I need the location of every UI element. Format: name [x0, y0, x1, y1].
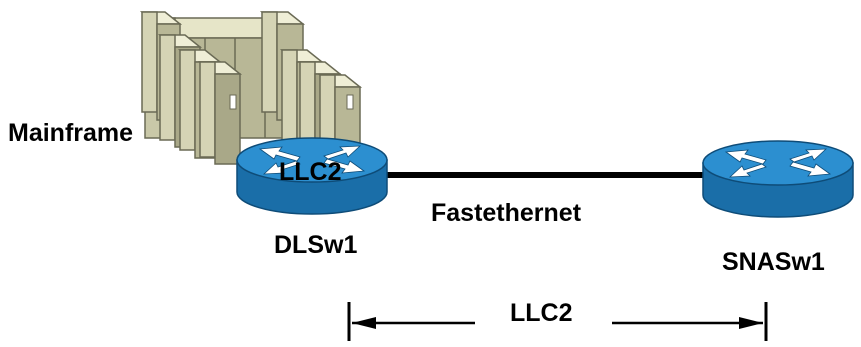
span-left-arrowhead — [352, 317, 376, 329]
router-arrows-icon — [258, 145, 366, 175]
router-icon — [702, 140, 854, 218]
fastethernet-label: Fastethernet — [431, 199, 582, 227]
dlsw1-inner-label: LLC2 — [279, 158, 342, 186]
router-icon — [236, 137, 388, 215]
snasw1-label: SNASw1 — [722, 248, 825, 276]
llc2-span-indicator: LLC2 — [347, 299, 768, 341]
router-arrows-icon — [724, 148, 832, 178]
span-right-arrowhead — [739, 317, 763, 329]
span-label: LLC2 — [510, 299, 573, 327]
mainframe-label: Mainframe — [8, 119, 133, 147]
dlsw1-label: DLSw1 — [274, 231, 357, 259]
